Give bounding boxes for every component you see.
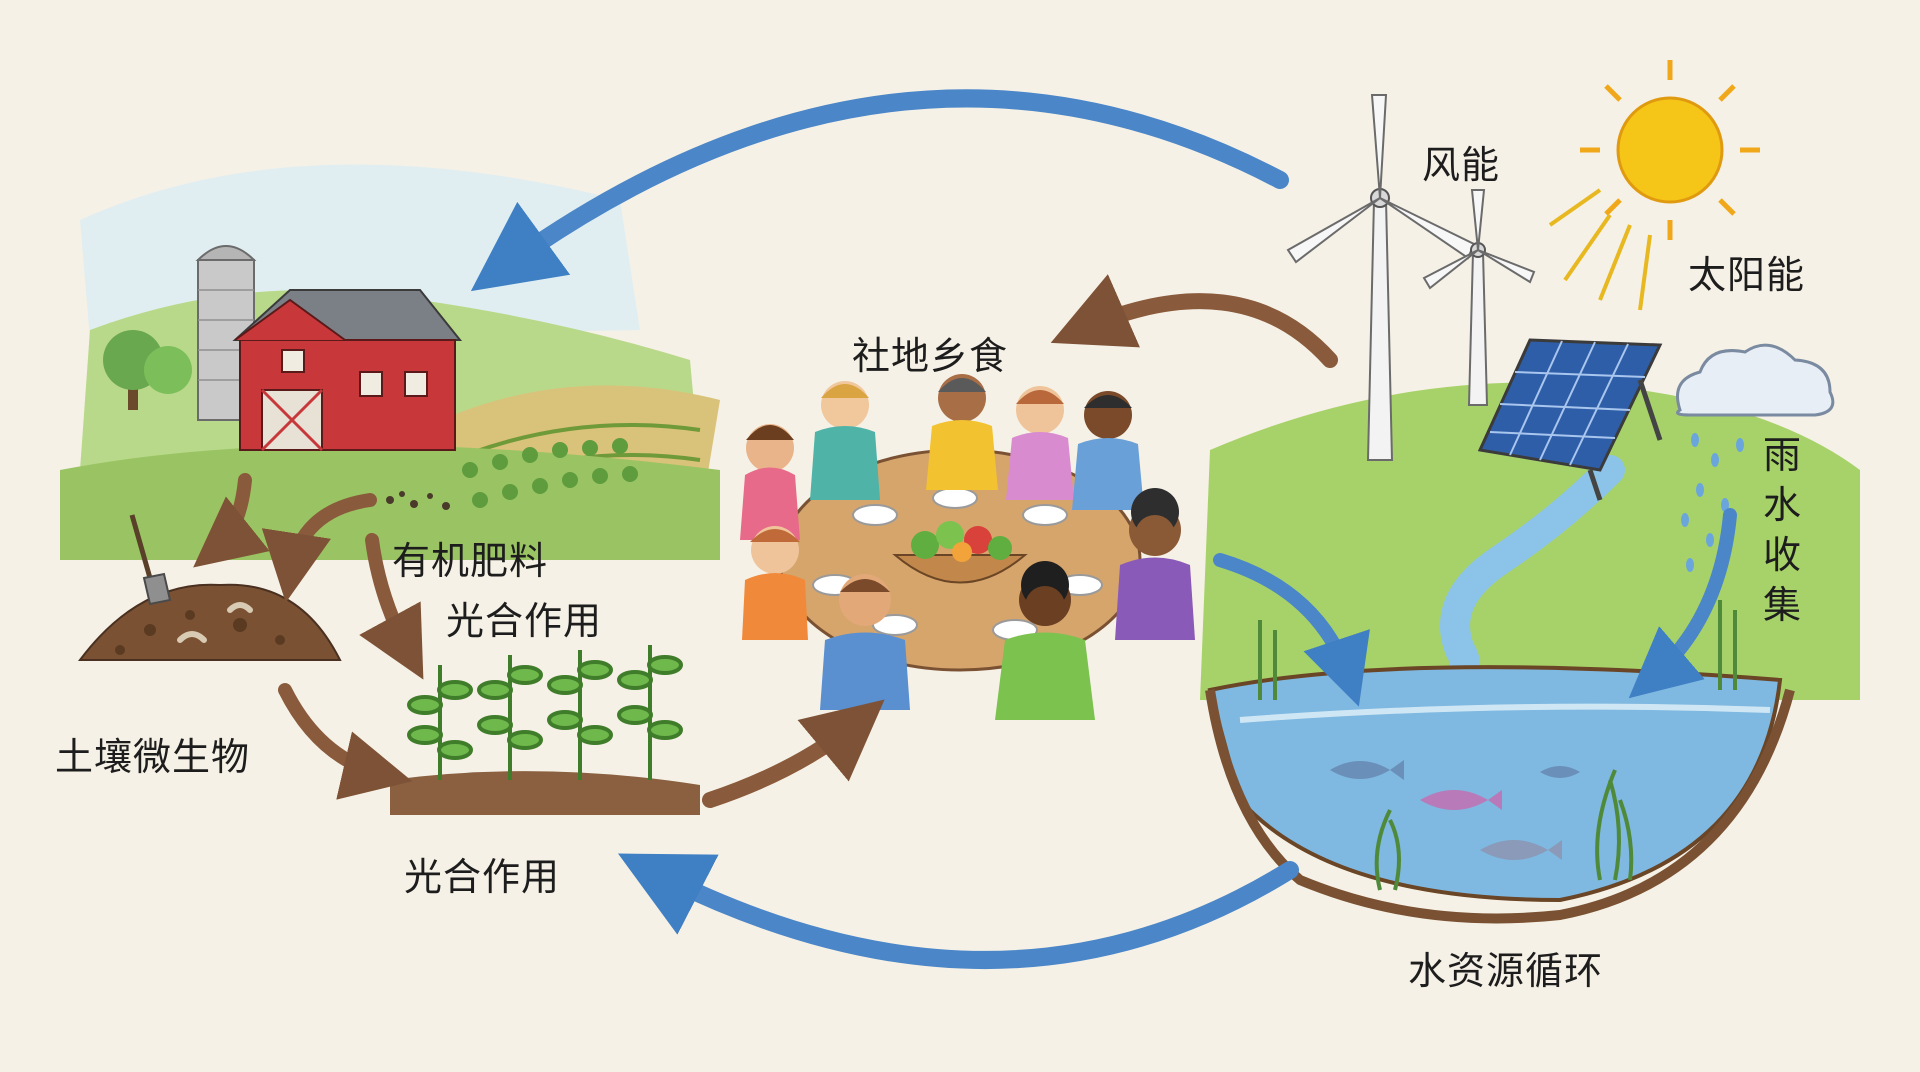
farm-scene [60,164,720,560]
person [1115,488,1195,640]
label-community-food: 社地乡食 [852,334,1009,378]
person [742,526,808,640]
wind-turbine-icon [1286,94,1476,461]
person [810,381,880,500]
person [1006,386,1074,500]
wind-turbine-icon [1422,189,1536,406]
label-solar: 太阳能 [1688,253,1806,297]
crop-rows [462,438,638,508]
arrow-water-to-crops [617,853,1299,969]
tree-icon [103,330,192,410]
label-rain-harvest: 雨水收集 [1762,433,1801,627]
cloud-icon [1676,343,1835,417]
label-wind: 风能 [1422,143,1501,187]
arrow-fertilizer-to-seedlings [359,533,424,680]
fish-icon [1330,760,1580,860]
rain-icon [1681,433,1744,572]
person [740,424,800,540]
label-photosynthesis-top: 光合作用 [446,599,603,643]
arrow-farm-to-compost [193,473,270,568]
label-water-cycle: 水资源循环 [1408,949,1604,993]
label-photosynthesis-bottom: 光合作用 [404,855,561,899]
seedling-row [390,645,700,815]
arrow-crops-to-food [702,699,885,808]
arrow-energy-to-food [1050,274,1338,368]
solar-panel-icon [1477,338,1663,501]
cycle-arrows [193,89,1737,969]
sun-icon [1580,60,1760,240]
arrow-fertilizer-to-soil [261,493,377,603]
person [1072,391,1144,510]
person [820,574,910,710]
pond-bank [1205,688,1795,924]
label-soil-microbes: 土壤微生物 [55,735,251,779]
fertilizer-pellets [386,491,450,510]
water-plants [1258,600,1737,891]
person [995,561,1095,720]
label-organic-fertilizer: 有机肥料 [392,539,549,583]
arrow-compost-to-seedlings [278,683,413,800]
compost-icon [77,583,342,661]
arrow-table-to-pond [1213,553,1370,707]
arrow-rain-to-pond [1628,508,1737,699]
salad-bowl-icon [892,521,1028,584]
sunray-arrows [1548,188,1652,311]
arrow-energy-to-farm [470,89,1289,292]
people-group [740,374,1195,720]
barn-icon [232,289,463,452]
person [926,374,998,490]
shovel-icon [129,514,172,606]
